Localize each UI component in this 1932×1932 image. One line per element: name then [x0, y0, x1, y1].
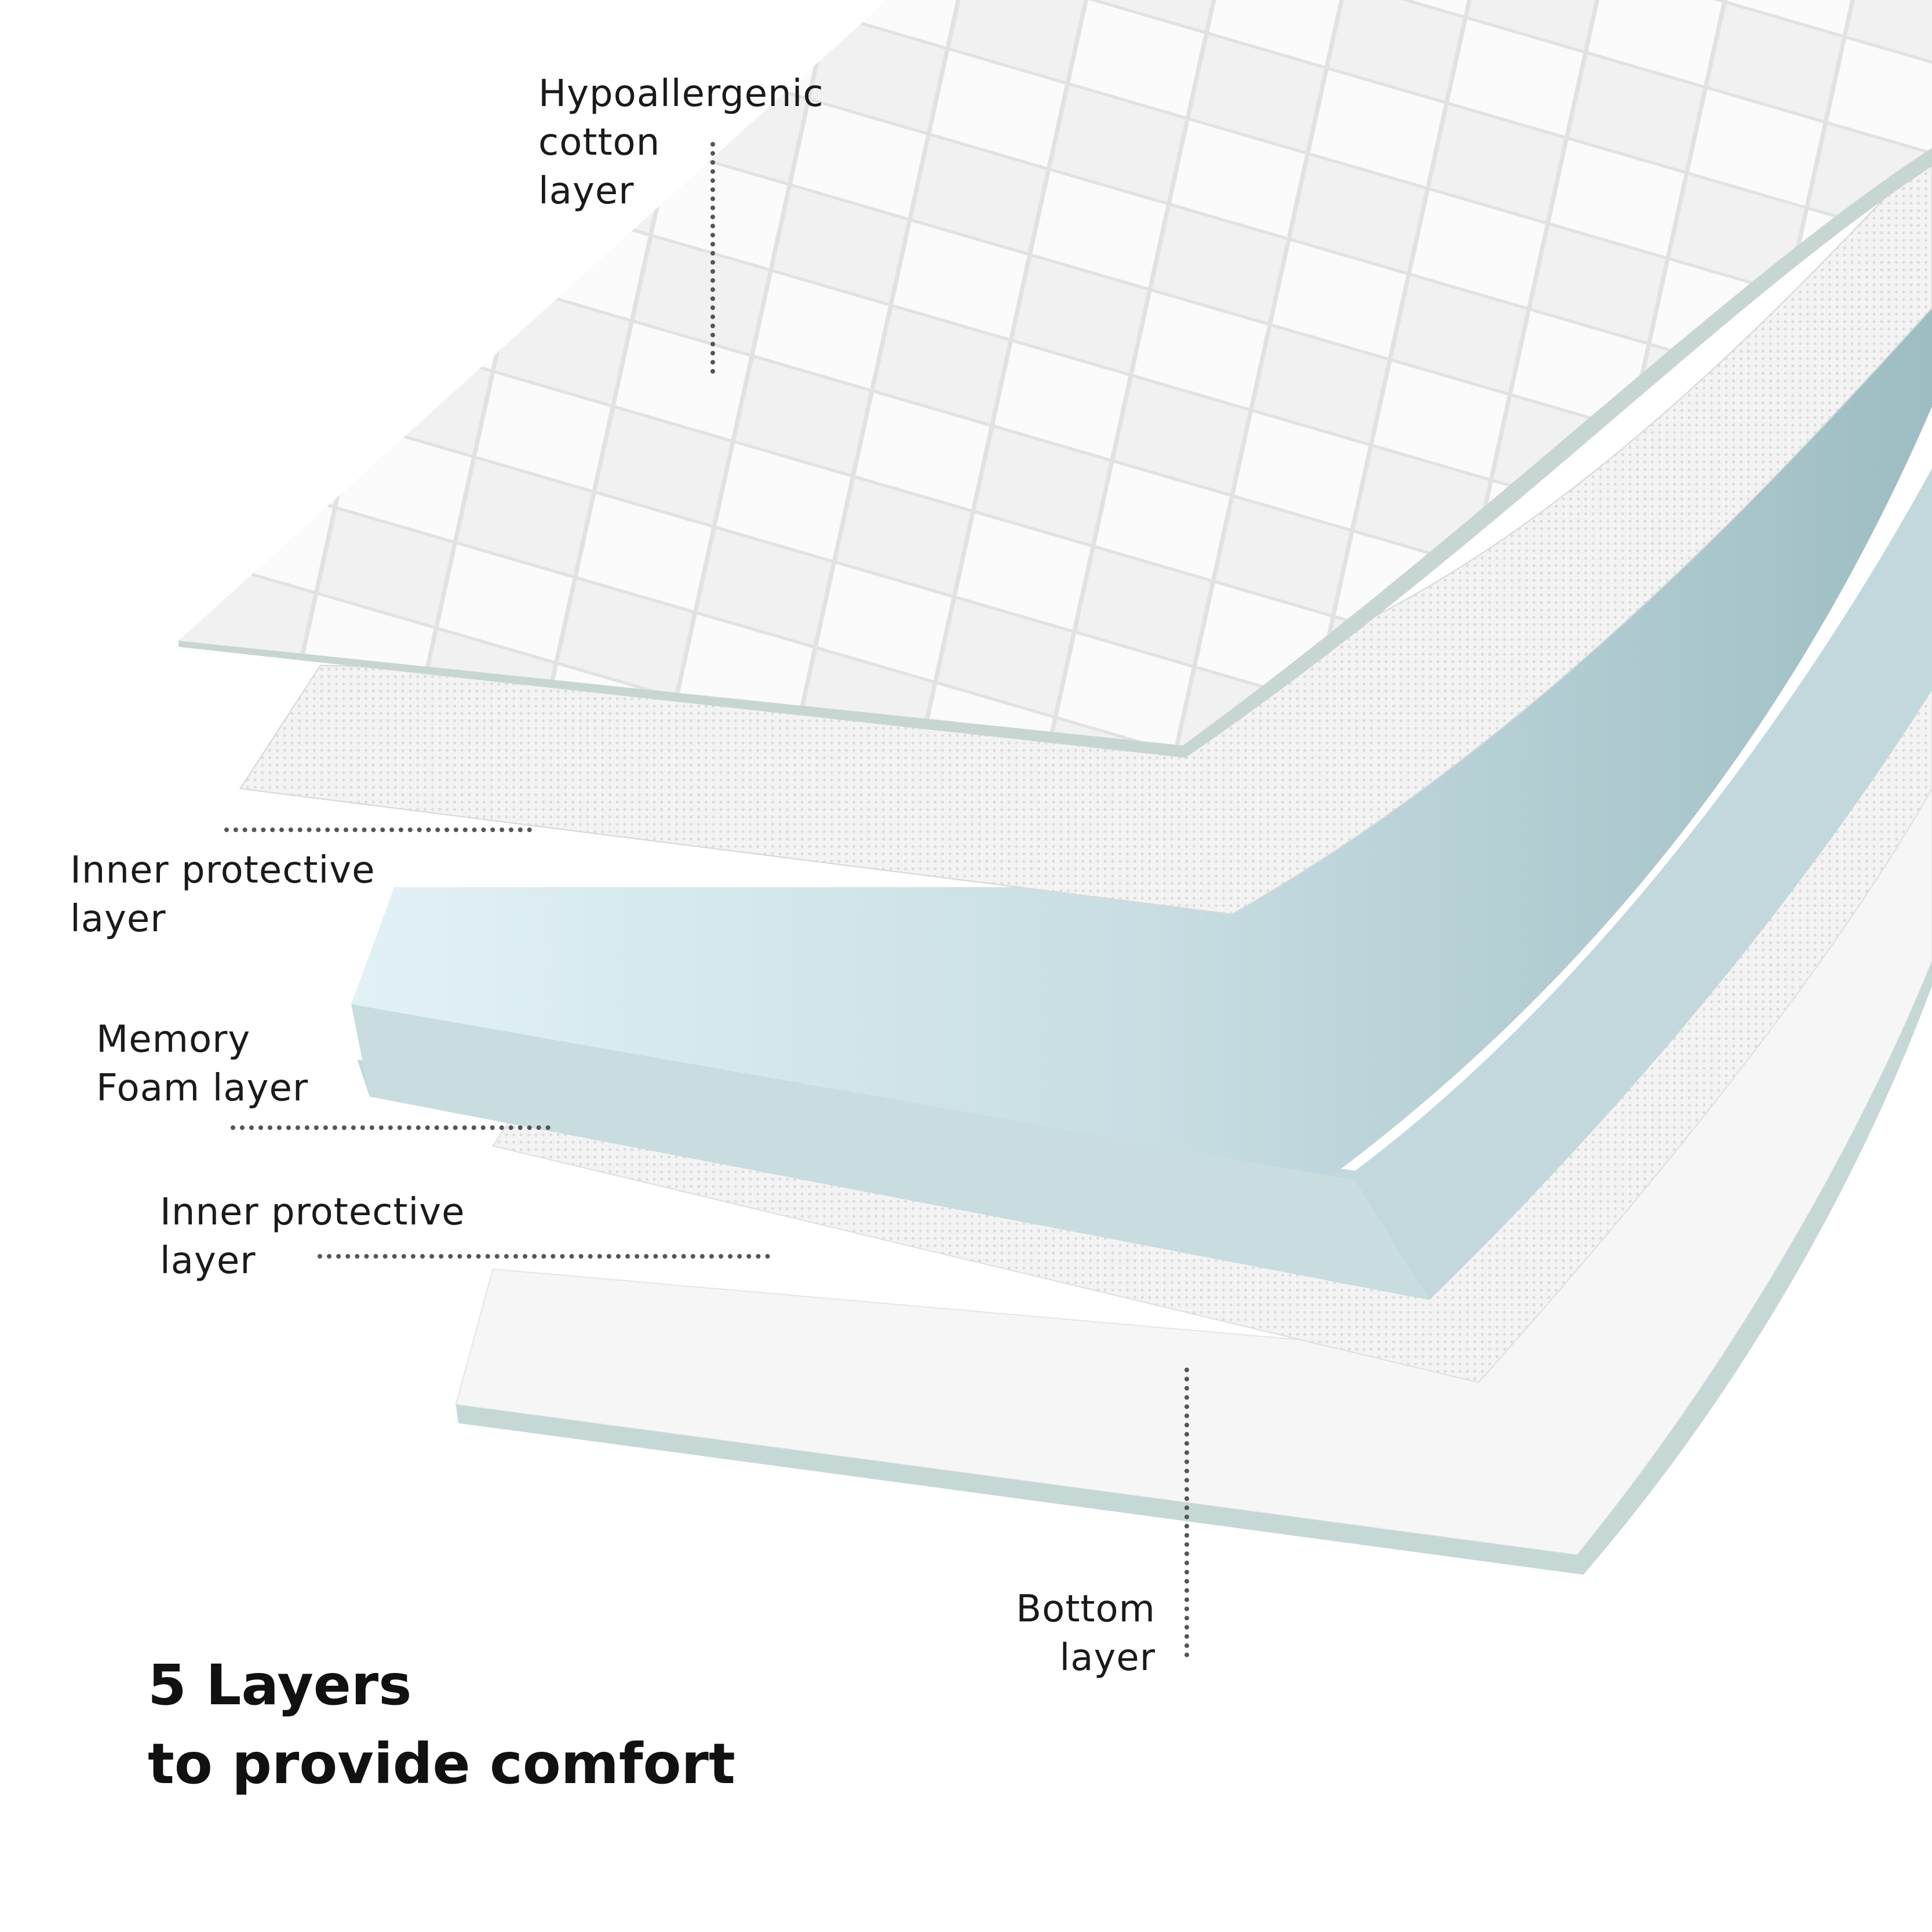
leader-line-bottom: [1184, 1368, 1189, 1657]
label-memory-foam: Memory Foam layer: [96, 1018, 309, 1110]
inner-protective-top-shape: [239, 147, 1932, 915]
leader-line-foam: [231, 1125, 551, 1130]
leader-line-inner-top: [224, 828, 532, 832]
label-inner-protective-top: Inner protective layer: [70, 849, 376, 941]
label-bottom-layer: Bottom layer: [1016, 1588, 1155, 1679]
label-cotton-layer: Hypoallergenic cotton layer: [538, 72, 824, 213]
label-inner-protective-bottom: Inner protective layer: [160, 1191, 465, 1282]
memory-foam-shape: [351, 160, 1932, 1300]
cotton-layer-shape: [178, 0, 1932, 758]
headline: 5 Layers to provide comfort: [148, 1653, 735, 1796]
leader-line-inner-bottom: [318, 1254, 770, 1259]
leader-line-cotton: [710, 142, 715, 374]
